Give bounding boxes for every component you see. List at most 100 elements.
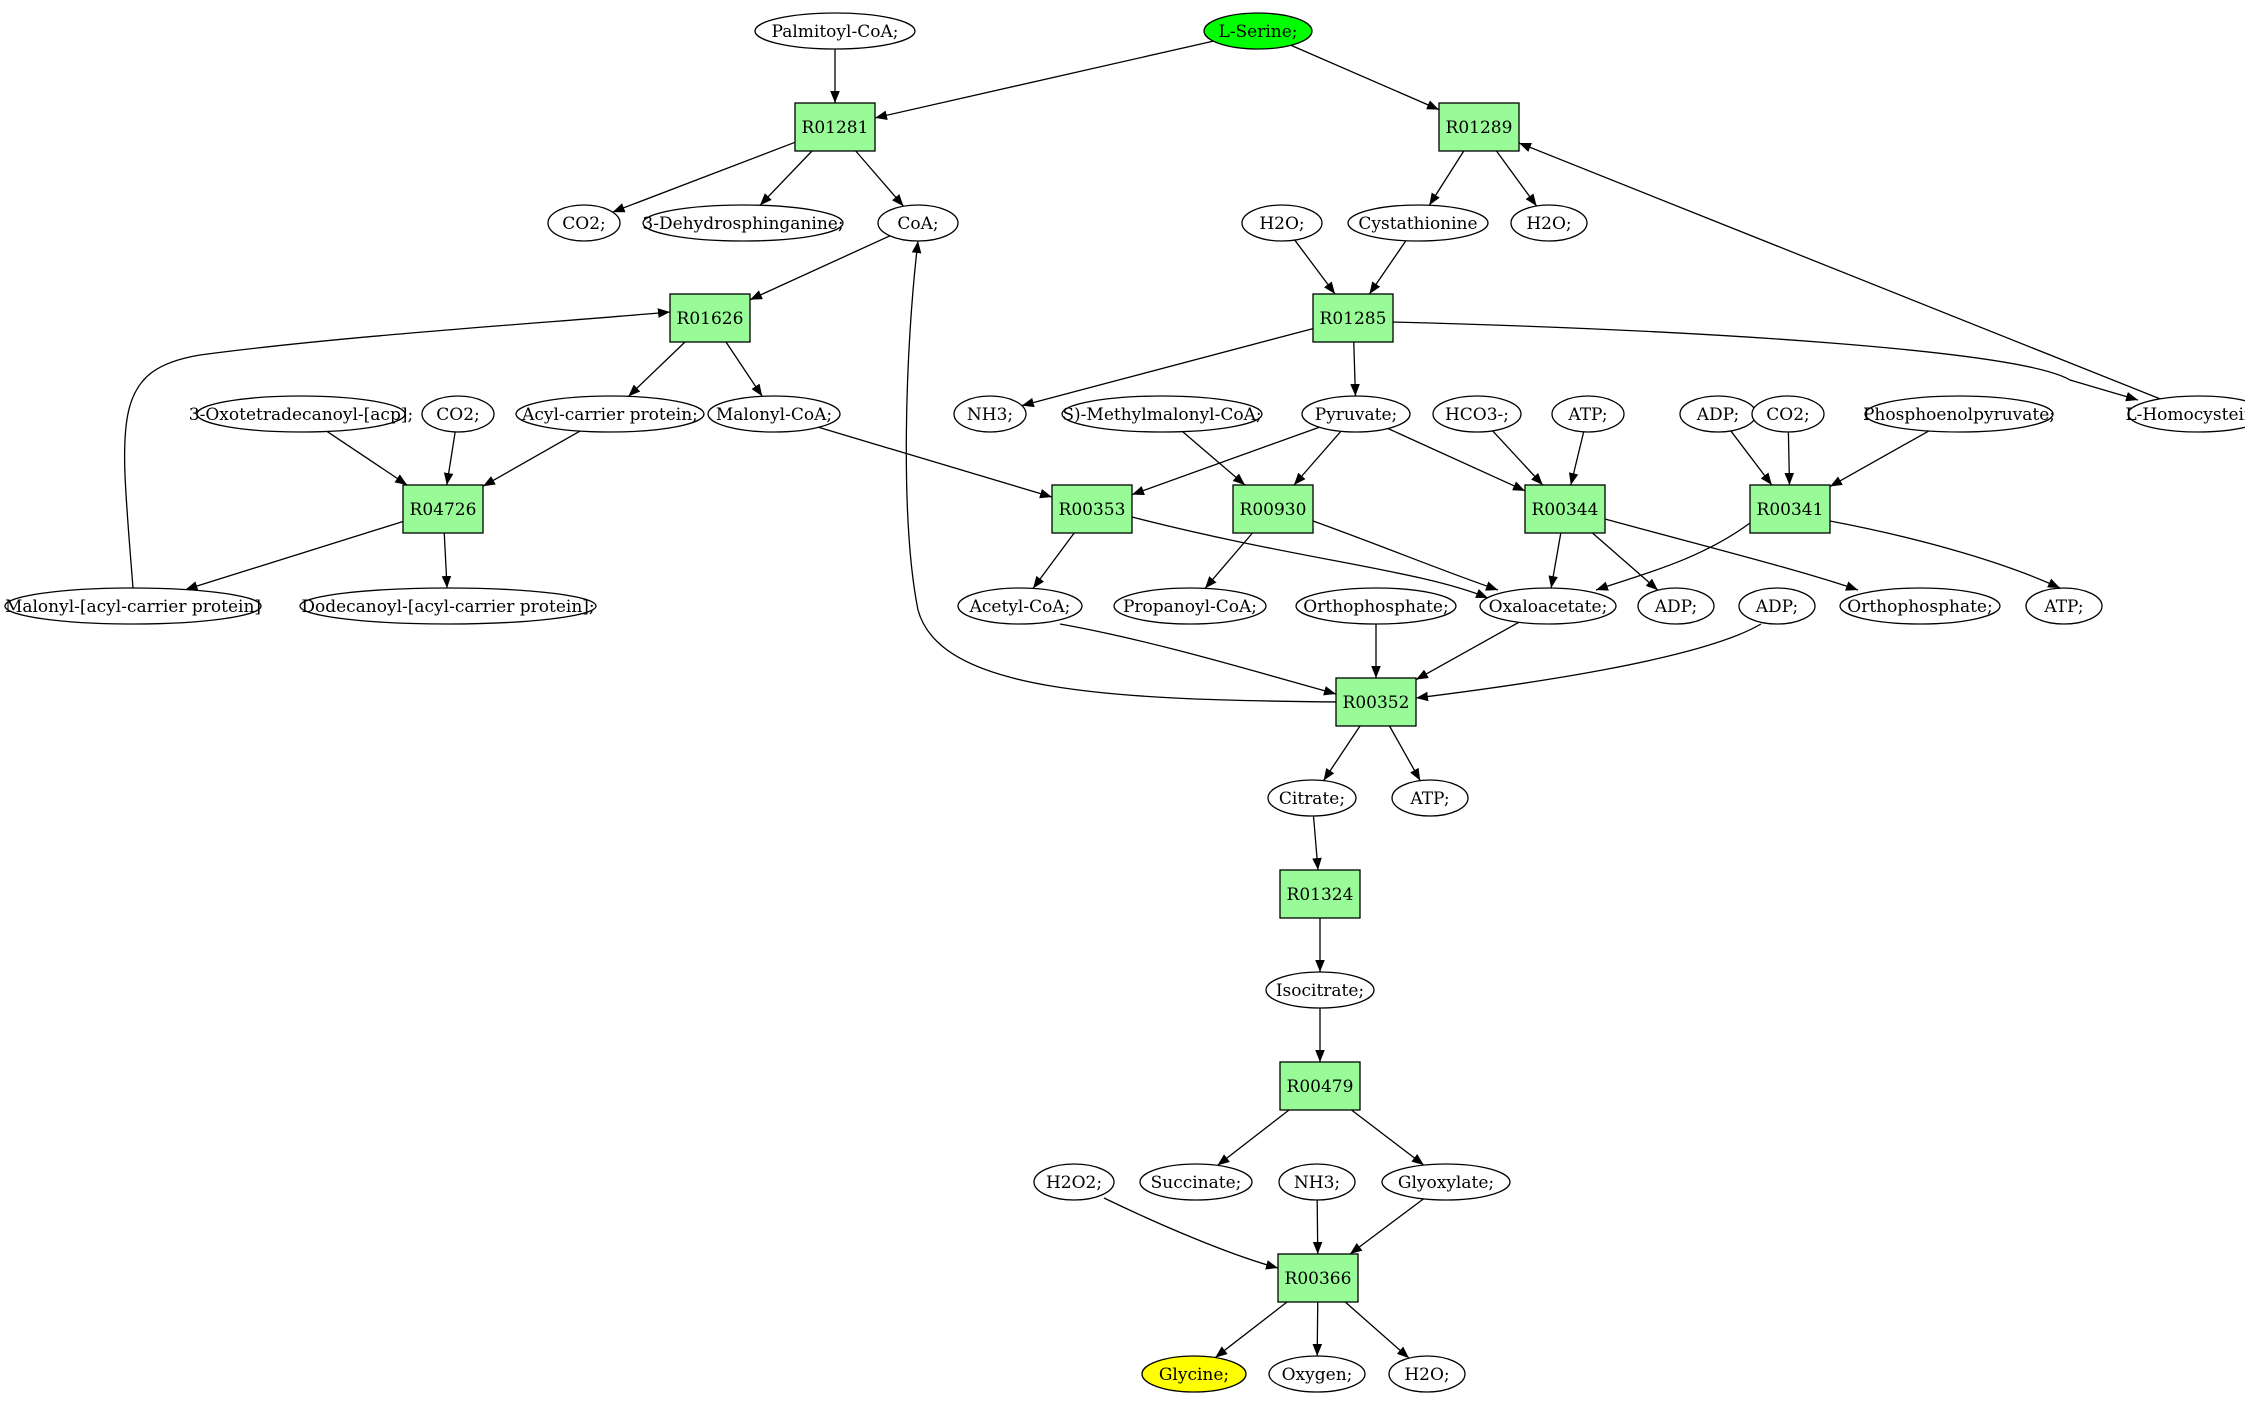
edge-pyruvate-to-R00930 (1293, 430, 1342, 486)
node-label: R00930 (1240, 500, 1307, 520)
edge-R01289-to-cystathionine (1428, 150, 1465, 206)
compound-node-palmitoyl_coa[interactable]: Palmitoyl-CoA; (754, 12, 916, 50)
compound-node-adp_b[interactable]: ADP; (1637, 587, 1715, 625)
compound-node-cystathionine[interactable]: Cystathionine (1347, 204, 1489, 242)
compound-node-h2o_c[interactable]: H2O; (1388, 1355, 1466, 1393)
reaction-node-R01281[interactable]: R01281 (794, 102, 876, 152)
node-label: Oxygen; (1282, 1365, 1353, 1385)
edge-pyruvate-to-R00344 (1387, 427, 1526, 492)
reaction-node-R01289[interactable]: R01289 (1438, 102, 1520, 152)
edges-layer (123, 40, 2161, 1359)
reaction-node-R00341[interactable]: R00341 (1749, 484, 1831, 534)
compound-node-co2_a[interactable]: CO2; (547, 204, 621, 242)
reaction-node-R00344[interactable]: R00344 (1524, 484, 1606, 534)
compound-node-malonyl_coa[interactable]: Malonyl-CoA; (707, 395, 841, 433)
compound-node-ortho_b[interactable]: Orthophosphate; (1839, 587, 2001, 625)
compound-node-atp_a[interactable]: ATP; (1551, 395, 1625, 433)
reaction-node-R01626[interactable]: R01626 (669, 293, 751, 343)
reaction-node-R00352[interactable]: R00352 (1335, 677, 1417, 727)
compound-node-h2o_a[interactable]: H2O; (1241, 204, 1323, 242)
edge-acetyl_coa-to-R00352 (1059, 623, 1337, 696)
node-label: ADP; (1696, 405, 1739, 425)
compound-node-oxygen[interactable]: Oxygen; (1268, 1355, 1366, 1393)
compound-node-co2_b[interactable]: CO2; (421, 395, 495, 433)
edge-R00353-to-acetyl_coa (1032, 532, 1075, 589)
compound-node-nh3_a[interactable]: NH3; (953, 395, 1027, 433)
compound-node-oxaloacetate[interactable]: Oxaloacetate; (1479, 587, 1617, 625)
node-label: CoA; (897, 214, 938, 234)
node-label: R04726 (410, 500, 477, 520)
edge-cystathionine-to-R01285 (1368, 240, 1407, 295)
compound-node-dehydrosph[interactable]: 3-Dehydrosphinganine; (642, 204, 844, 242)
reaction-box (794, 102, 876, 152)
compound-ellipse (1061, 395, 1263, 433)
edge-R00479-to-succinate (1217, 1109, 1290, 1166)
reaction-node-R00353[interactable]: R00353 (1051, 484, 1133, 534)
compound-ellipse (1139, 1163, 1253, 1201)
compound-ellipse (1551, 395, 1625, 433)
node-label: R01289 (1446, 118, 1513, 138)
edge-l_serine-to-R01289 (1290, 44, 1440, 111)
node-label: L-Serine; (1218, 22, 1297, 42)
compound-node-nh3_b[interactable]: NH3; (1278, 1163, 1356, 1201)
reaction-node-R00930[interactable]: R00930 (1232, 484, 1314, 534)
node-label: Orthophosphate; (1303, 597, 1448, 617)
compound-node-glyoxylate[interactable]: Glyoxylate; (1381, 1163, 1511, 1201)
reaction-node-R01285[interactable]: R01285 (1312, 293, 1394, 343)
compound-ellipse (1479, 587, 1617, 625)
compound-node-malonyl_acp[interactable]: Malonyl-[acyl-carrier protein] (4, 587, 262, 625)
compound-ellipse (957, 587, 1083, 625)
edge-pyruvate-to-R00353 (1131, 426, 1320, 496)
compound-node-pep[interactable]: Phosphoenolpyruvate; (1863, 395, 2055, 433)
reaction-box (402, 484, 484, 534)
compound-node-hco3[interactable]: HCO3-; (1432, 395, 1522, 433)
compound-node-glycine[interactable]: Glycine; (1141, 1355, 1247, 1393)
compound-node-citrate[interactable]: Citrate; (1267, 779, 1357, 817)
compound-node-adp_c[interactable]: ADP; (1738, 587, 1816, 625)
edge-R00353-to-oxaloacetate (1131, 516, 1489, 599)
compound-ellipse (1432, 395, 1522, 433)
compound-node-methylmalonyl[interactable]: S)-Methylmalonyl-CoA; (1061, 395, 1263, 433)
compound-node-acetyl_coa[interactable]: Acetyl-CoA; (957, 587, 1083, 625)
node-label: HCO3-; (1445, 405, 1509, 425)
node-label: Acetyl-CoA; (969, 597, 1071, 617)
edge-oxotetra-to-R04726 (326, 430, 408, 486)
edge-R00341-to-atp_b (1829, 520, 2061, 589)
compound-node-coa[interactable]: CoA; (877, 204, 959, 242)
reaction-node-R04726[interactable]: R04726 (402, 484, 484, 534)
compound-ellipse (1839, 587, 2001, 625)
compound-node-atp_c[interactable]: ATP; (1391, 779, 1469, 817)
compound-node-dodecanoyl[interactable]: Dodecanoyl-[acyl-carrier protein]; (299, 587, 597, 625)
compound-node-ortho_a[interactable]: Orthophosphate; (1295, 587, 1457, 625)
reaction-node-R01324[interactable]: R01324 (1279, 869, 1361, 919)
edge-malonyl_acp-to-R01626 (123, 308, 671, 589)
node-label: ADP; (1654, 597, 1697, 617)
compound-node-succinate[interactable]: Succinate; (1139, 1163, 1253, 1201)
compound-node-l_serine[interactable]: L-Serine; (1203, 12, 1313, 50)
compound-node-atp_b[interactable]: ATP; (2025, 587, 2103, 625)
node-label: Malonyl-CoA; (716, 405, 832, 425)
edge-R00341-to-oxaloacetate (1595, 522, 1751, 591)
compound-node-adp_a[interactable]: ADP; (1679, 395, 1757, 433)
compound-ellipse (1033, 1163, 1115, 1201)
compound-node-h2o2[interactable]: H2O2; (1033, 1163, 1115, 1201)
compound-node-l_homocys[interactable]: L-Homocysteine; (2125, 395, 2245, 433)
edge-R00344-to-oxaloacetate (1548, 532, 1562, 589)
compound-node-acp[interactable]: Acyl-carrier protein; (515, 395, 705, 433)
compound-node-isocitrate[interactable]: Isocitrate; (1265, 971, 1375, 1009)
node-label: Glyoxylate; (1398, 1173, 1494, 1193)
compound-node-propanoyl[interactable]: Propanoyl-CoA; (1113, 587, 1267, 625)
node-label: CO2; (562, 214, 606, 234)
reaction-node-R00366[interactable]: R00366 (1277, 1253, 1359, 1303)
edge-pep-to-R00341 (1829, 430, 1930, 488)
edge-R00366-to-glycine (1214, 1301, 1288, 1359)
compound-node-co2_c[interactable]: CO2; (1751, 395, 1825, 433)
edge-h2o2-to-R00366 (1103, 1197, 1279, 1270)
compound-node-pyruvate[interactable]: Pyruvate; (1301, 395, 1411, 433)
edge-citrate-to-R01324 (1312, 815, 1322, 871)
compound-ellipse (1295, 587, 1457, 625)
node-label: Malonyl-[acyl-carrier protein] (5, 597, 261, 617)
compound-node-oxotetra[interactable]: 3-Oxotetradecanoyl-[acp]; (189, 395, 413, 433)
reaction-node-R00479[interactable]: R00479 (1279, 1061, 1361, 1111)
compound-node-h2o_b[interactable]: H2O; (1510, 204, 1588, 242)
